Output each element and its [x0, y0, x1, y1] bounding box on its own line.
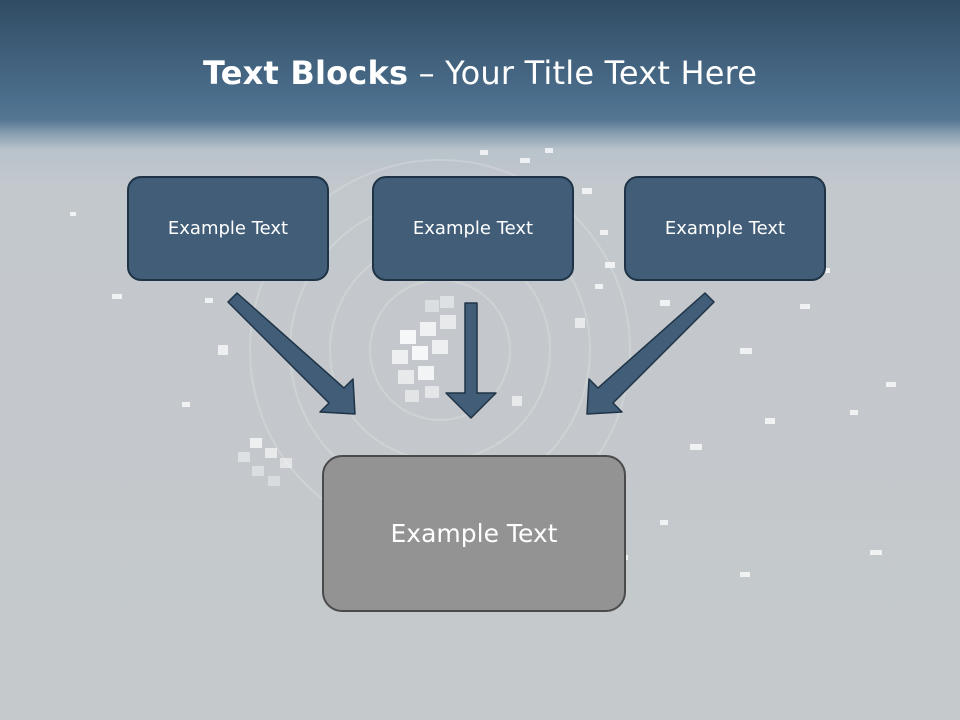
- text-block-1-label: Example Text: [167, 218, 289, 239]
- text-block-3[interactable]: Example Text: [624, 176, 826, 281]
- title-bold-part: Text Blocks: [203, 54, 409, 92]
- text-block-1[interactable]: Example Text: [127, 176, 329, 281]
- title-rest-part: Your Title Text Here: [445, 54, 758, 92]
- text-block-2[interactable]: Example Text: [372, 176, 574, 281]
- result-block[interactable]: Example Text: [322, 455, 626, 612]
- result-block-label: Example Text: [390, 519, 558, 548]
- title-separator: –: [408, 54, 446, 92]
- text-block-3-label: Example Text: [664, 218, 786, 239]
- slide-title: Text Blocks – Your Title Text Here: [203, 54, 757, 92]
- text-block-2-label: Example Text: [412, 218, 534, 239]
